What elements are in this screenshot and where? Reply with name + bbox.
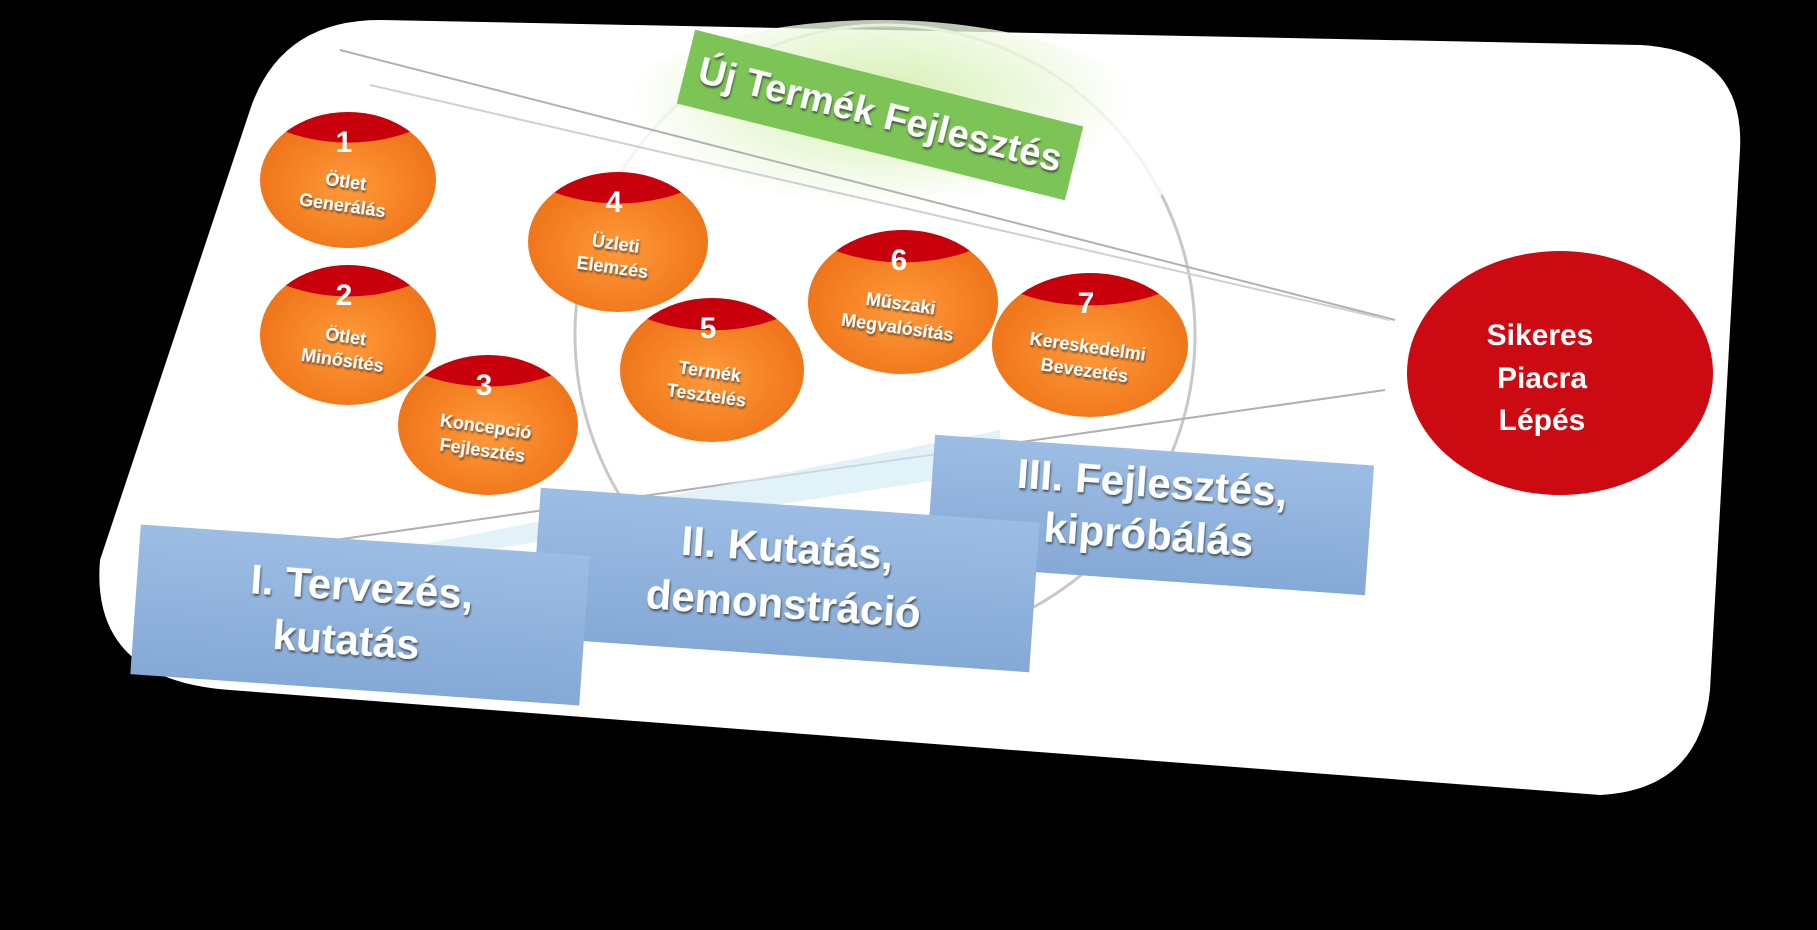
phase-box-3: III. Fejlesztés, kipróbálás: [926, 434, 1374, 596]
funnel-line-top: [339, 49, 1396, 321]
goal-line-3: Lépés: [1499, 404, 1586, 437]
phase-1-line-2: kutatás: [271, 611, 421, 668]
step-number: 2: [336, 279, 353, 312]
step-number: 7: [1078, 287, 1095, 320]
goal-circle: Sikeres Piacra Lépés: [1407, 251, 1713, 495]
phase-box-1: I. Tervezés, kutatás: [130, 524, 590, 706]
step-number: 6: [891, 244, 908, 277]
phase-box-2: II. Kutatás, demonstráció: [530, 487, 1040, 673]
funnel-line-top-inner: [369, 84, 1391, 321]
goal-line-1: Sikeres: [1487, 319, 1594, 352]
step-number: 4: [606, 186, 623, 219]
step-number: 3: [476, 369, 493, 402]
step-number: 1: [336, 126, 353, 159]
goal-line-2: Piacra: [1497, 362, 1587, 395]
step-number: 5: [700, 312, 717, 345]
